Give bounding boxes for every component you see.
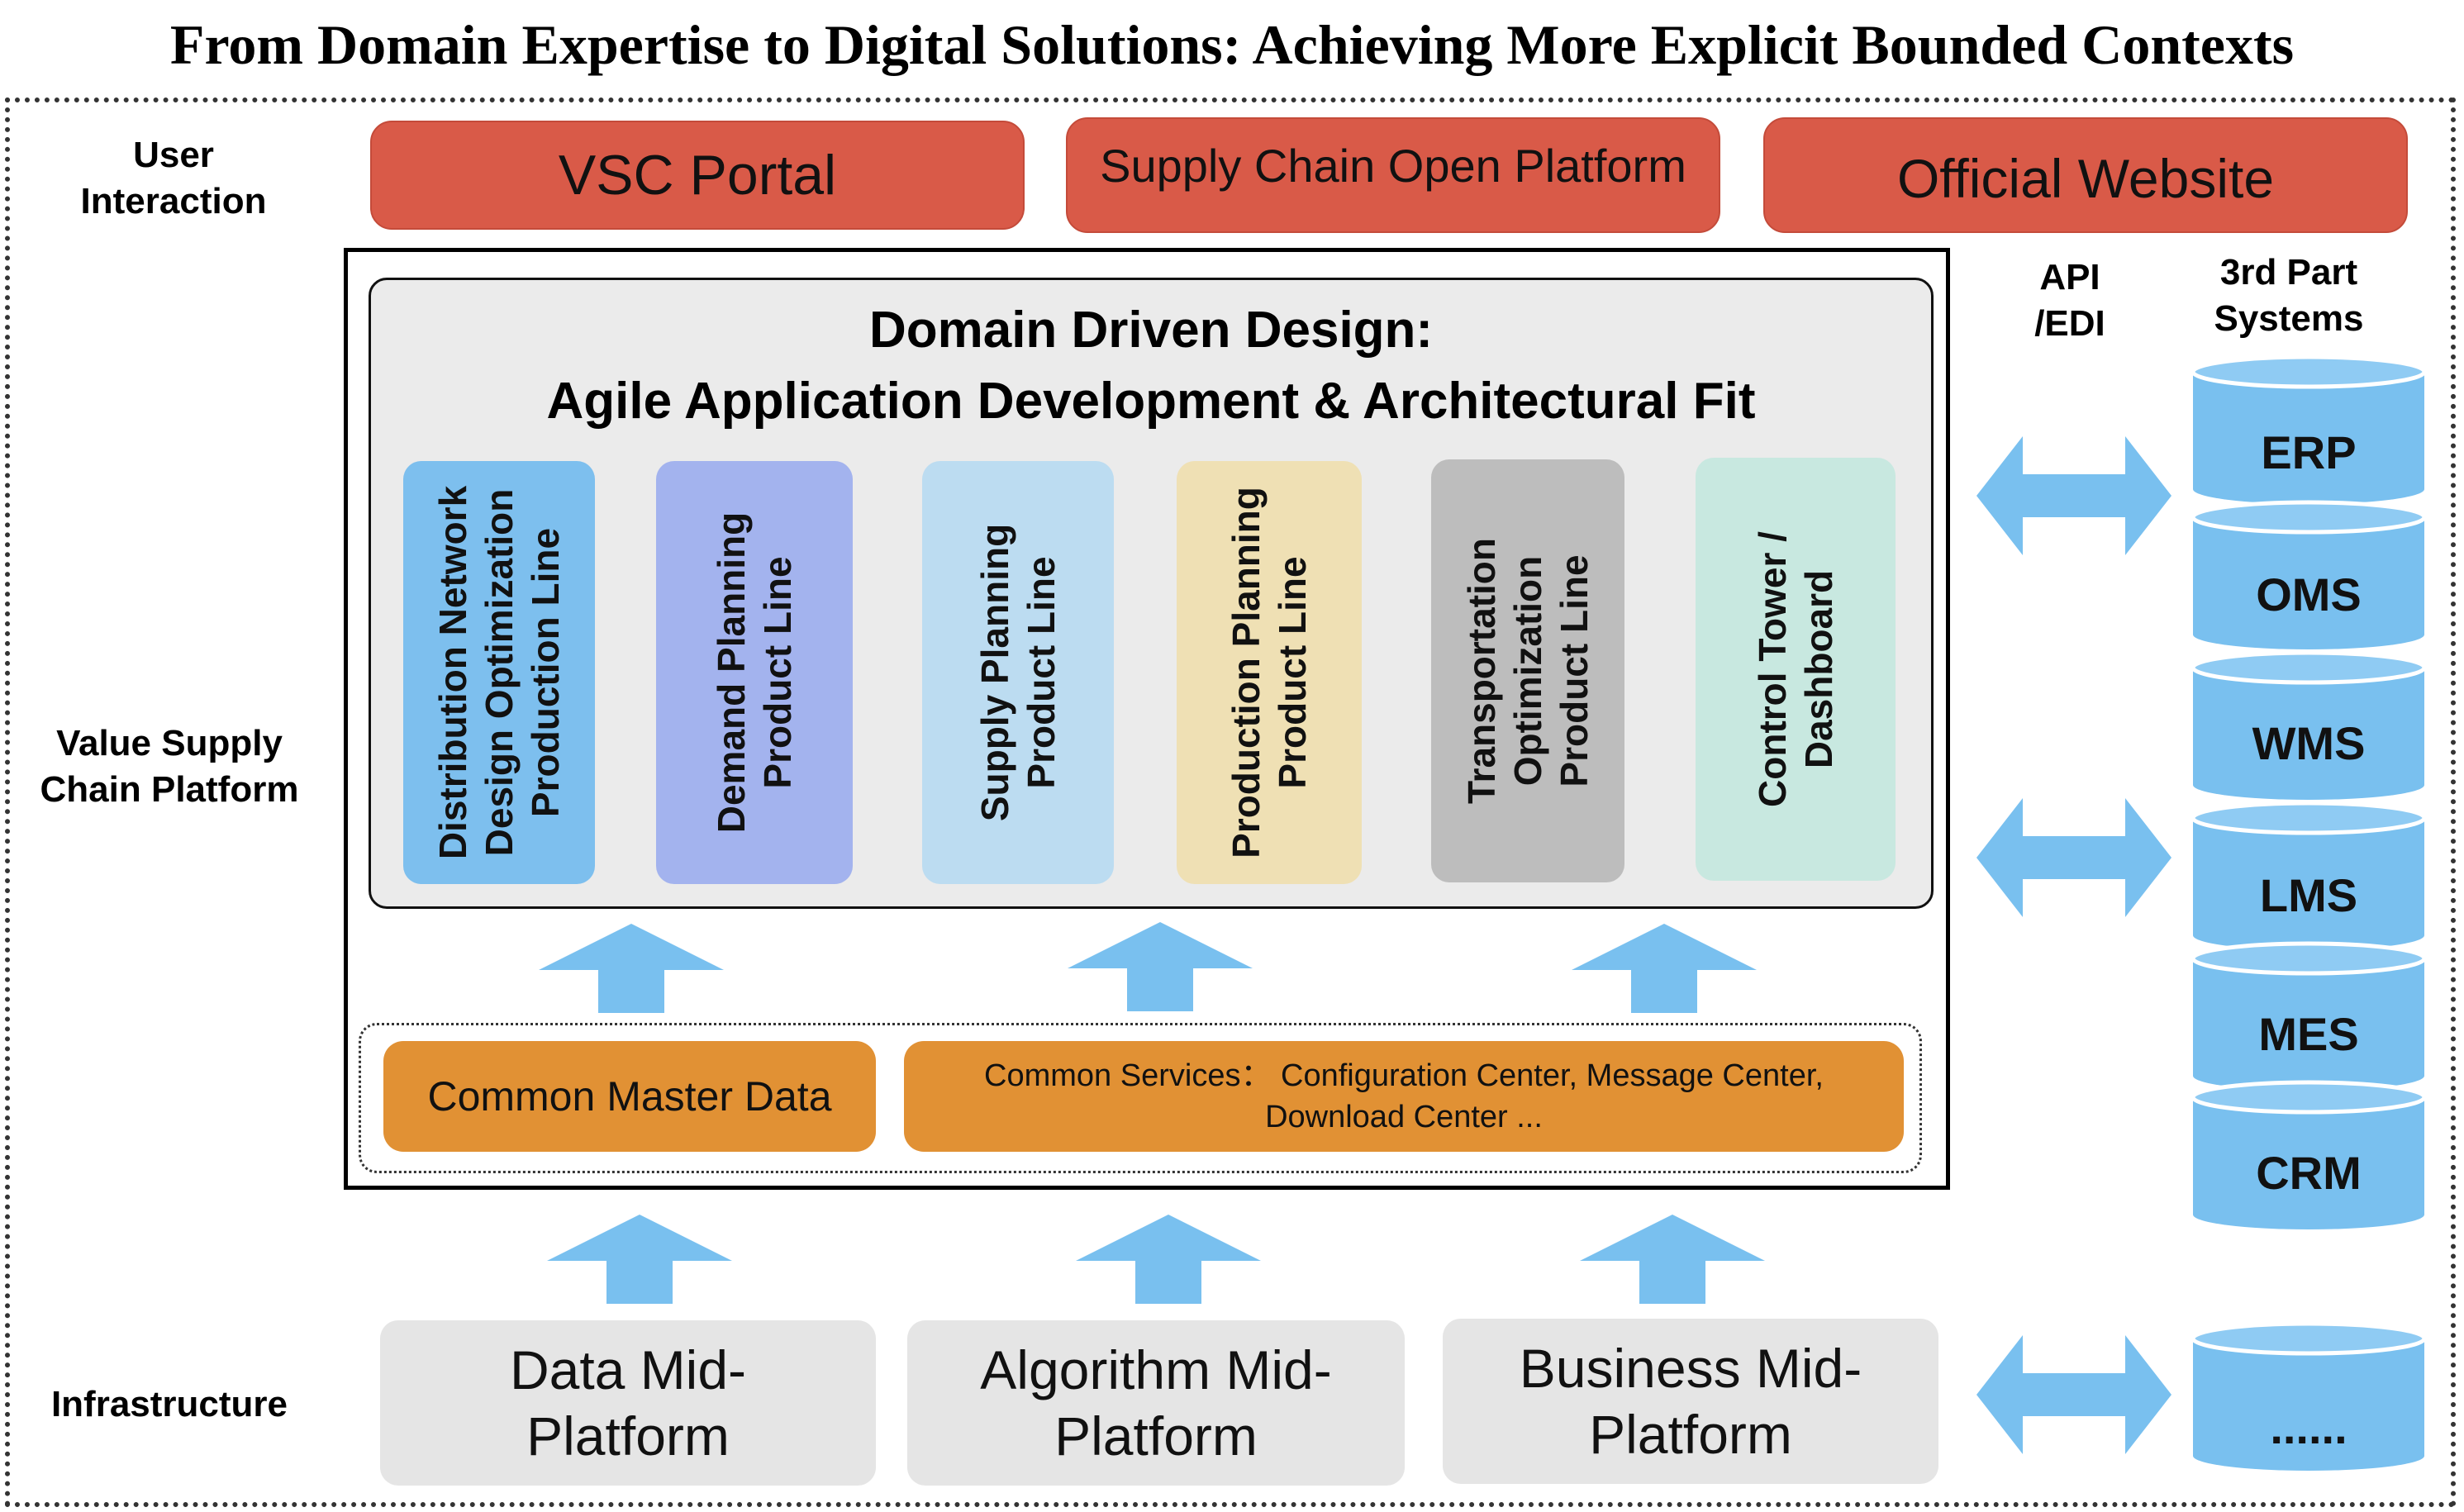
up-arrow [1068,922,1253,1011]
infrastructure-text: Platform [1589,1404,1792,1465]
db-cylinder-top [2190,1080,2427,1115]
common-master-data-box: Common Master Data [383,1041,876,1152]
db-cylinder-top [2190,941,2427,976]
third-party-label: 3rd Part Systems [2165,250,2413,342]
product-line-supply-planning: Supply Planning Product Line [922,461,1114,884]
db-label-crm: CRM [2256,1147,2362,1199]
double-arrow [1976,436,2171,555]
db-cylinder-top [2190,1321,2427,1356]
product-line-demand-planning: Demand Planning Product Line [656,461,853,884]
ddd-title-line2: Agile Application Development & Architec… [546,373,1756,430]
third-party-databases [2190,354,2427,1471]
up-arrows [539,922,1765,1304]
up-arrow [1076,1215,1261,1304]
value-supply-chain-frame [344,248,1950,1190]
data-mid-platform-box: Data Mid- Platform [380,1320,876,1486]
db-label-erp: ERP [2261,426,2357,478]
common-services-text: Download Center ... [1265,1100,1543,1134]
db-cylinder-top [2190,801,2427,835]
db-cylinder-body [2193,517,2424,649]
db-cylinder-body [2193,1338,2424,1471]
common-services-box: Common Services： Configuration Center, M… [904,1041,1904,1152]
db-cylinder-top [2190,650,2427,685]
db-cylinder-body [2193,372,2424,504]
double-arrows [1976,436,2171,1454]
db-label-mes: MES [2258,1008,2359,1060]
double-arrow [1976,798,2171,917]
up-arrow [1572,924,1757,1013]
business-mid-platform-box: Business Mid- Platform [1443,1319,1938,1484]
infrastructure-text: Platform [526,1405,730,1467]
diagram-title: From Domain Expertise to Digital Solutio… [169,13,2295,76]
product-line-distribution-network: Distribution Network Design Optimization… [403,461,595,884]
db-cylinder-body [2193,668,2424,800]
third-party-label-line: 3rd Part [2219,252,2358,292]
db-label-wms: WMS [2252,717,2366,769]
product-line-control-tower: Control Tower / Dashboard [1696,458,1896,881]
db-cylinder-top [2190,354,2427,389]
third-party-label-line: Systems [2214,298,2364,339]
infrastructure-text: Business Mid- [1519,1338,1862,1399]
common-services-text: Common Services： Configuration Center, M… [984,1058,1824,1093]
infrastructure-text: Data Mid- [509,1339,747,1400]
infrastructure-text: Platform [1054,1405,1258,1467]
up-arrow [547,1215,732,1304]
infrastructure-text: Algorithm Mid- [980,1339,1332,1400]
row-label-line: Interaction [80,181,267,221]
product-line-transportation-optimization: Transportation Optimization Product Line [1431,459,1624,882]
db-cylinder-body [2193,1097,2424,1229]
double-arrow [1976,1335,2171,1454]
db-cylinder-top [2190,500,2427,535]
db-cylinder-body [2193,958,2424,1091]
vsc-portal-box: VSC Portal [370,121,1025,230]
db-label-more: ...... [2270,1401,2347,1453]
common-layer-frame [359,1023,1922,1173]
algorithm-mid-platform-box: Algorithm Mid- Platform [907,1320,1405,1486]
row-label-line: Value Supply [56,723,283,763]
ddd-title-line1: Domain Driven Design: [868,302,1434,359]
api-edi-label: API /EDI [2000,254,2140,347]
row-label-line: User [133,135,214,175]
product-line-production-planning: Production Planning Product Line [1177,461,1362,884]
row-label-user-interaction: User Interaction [33,132,314,225]
row-label-line: Chain Platform [40,769,299,810]
official-website-box: Official Website [1763,117,2408,233]
domain-driven-design-panel [369,278,1934,909]
api-label-line: /EDI [2034,303,2105,344]
supply-chain-open-platform-box: Supply Chain Open Platform [1066,117,1720,233]
row-label-value-supply-chain: Value Supply Chain Platform [17,720,322,813]
db-label-oms: OMS [2256,568,2362,620]
row-label-infrastructure: Infrastructure [50,1384,288,1424]
outer-frame [5,97,2456,1507]
db-label-lms: LMS [2259,869,2358,921]
up-arrow [539,924,724,1013]
api-label-line: API [2039,257,2100,297]
db-cylinder-body [2193,818,2424,950]
up-arrow [1580,1215,1765,1304]
